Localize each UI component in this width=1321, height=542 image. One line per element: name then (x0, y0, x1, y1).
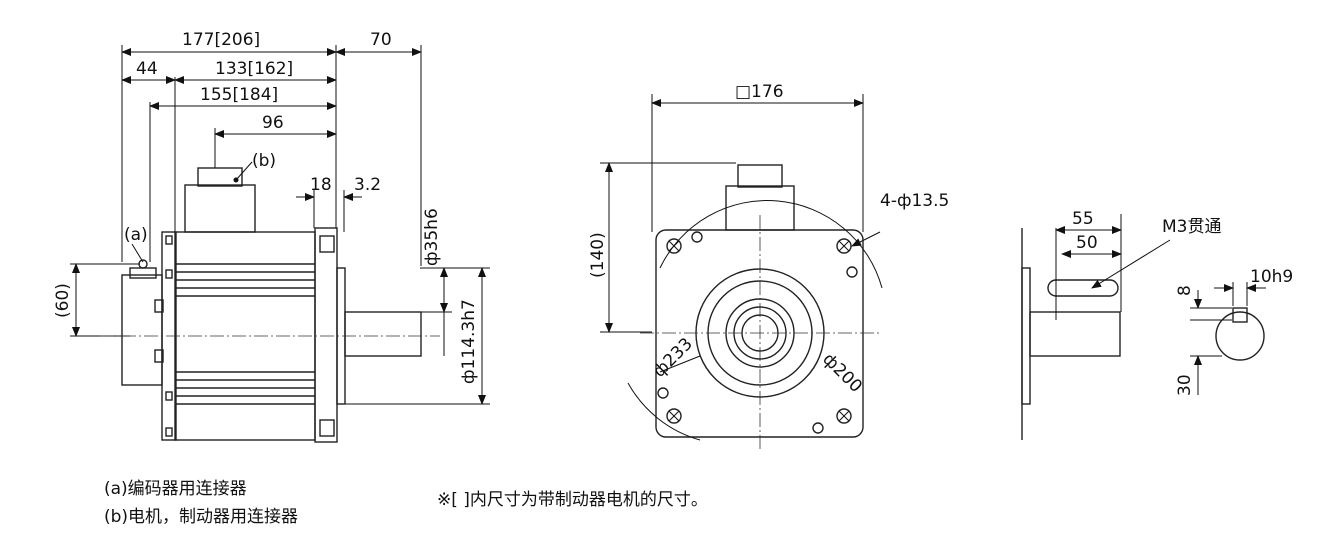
label-a: (a) (124, 225, 148, 245)
shaft-detail: 55 50 M3贯通 (1021, 209, 1221, 440)
dim-key-width: 10h9 (1250, 267, 1293, 287)
notes: (a)编码器用连接器 (b)电机，制动器用连接器 ※[ ]内尺寸为带制动器电机的… (104, 479, 708, 527)
side-view: 177[206] 70 44 133[162] 155[184] 96 18 3… (53, 30, 490, 443)
dim-shaft-diameter: ф35h6 (422, 208, 442, 266)
dim-encoder-length: 44 (136, 59, 158, 79)
mounting-holes (657, 231, 858, 434)
dim-key-length: 55 (1072, 209, 1094, 229)
dim-flange-square: □176 (735, 82, 784, 102)
shaft-section (1215, 311, 1265, 361)
side-leaders (131, 161, 253, 263)
front-view: □176 (140) 4-ф13.5 ф233 ф200 (588, 82, 949, 450)
label-thread: M3贯通 (1162, 217, 1221, 237)
dim-spigot-diameter: ф114.3h7 (459, 299, 479, 384)
dim-center-height: (140) (588, 232, 608, 278)
shaft-cross-section: 10h9 8 30 (1175, 267, 1293, 396)
dim-connector-height: (60) (53, 283, 73, 318)
note-a: (a)编码器用连接器 (104, 479, 247, 499)
note-bracket: ※[ ]内尺寸为带制动器电机的尺寸。 (437, 490, 708, 510)
dim-spigot-depth: 3.2 (354, 175, 381, 195)
dim-key-height: 8 (1175, 285, 1195, 296)
front-flange (655, 229, 864, 438)
key (1232, 307, 1248, 323)
dim-key-position: 50 (1076, 233, 1098, 253)
dim-mounting-holes: 4-ф13.5 (880, 191, 949, 211)
keyway (1047, 279, 1119, 297)
dim-inner-diameter: ф200 (818, 349, 865, 396)
dim-flange-thickness: 18 (310, 175, 332, 195)
shaft-side (1029, 311, 1121, 357)
dim-shaft-extension: 70 (370, 30, 392, 50)
motor-body (100, 167, 440, 443)
dim-body-length: 133[162] (215, 59, 293, 79)
dim-key-depth: 30 (1175, 374, 1195, 396)
note-b: (b)电机，制动器用连接器 (104, 507, 298, 527)
label-b: (b) (252, 151, 276, 171)
dim-96: 96 (262, 113, 284, 133)
dim-155: 155[184] (200, 85, 278, 105)
dim-overall-length: 177[206] (182, 30, 260, 50)
